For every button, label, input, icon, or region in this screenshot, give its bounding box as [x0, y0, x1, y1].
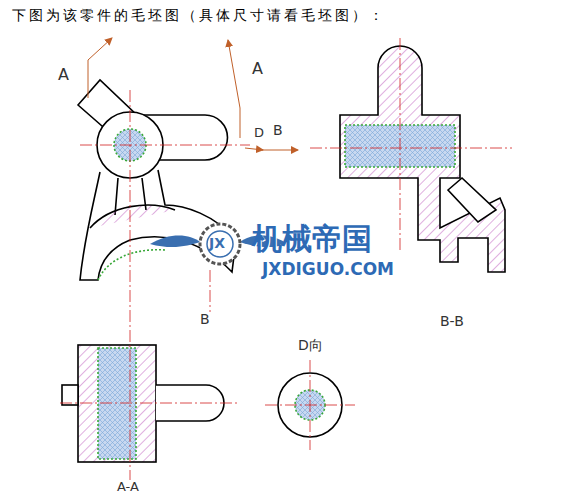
- view-letter: B: [200, 312, 210, 327]
- heading: 下图为该零件的毛坯图（具体尺寸请看毛坯图）：: [12, 8, 386, 23]
- watermark: 机械帝国: [252, 222, 372, 255]
- view-letter: A: [252, 60, 263, 78]
- logo-mark: JX: [209, 236, 225, 251]
- view-letter: A: [58, 66, 69, 84]
- watermark: JXDIGUO.COM: [262, 260, 394, 279]
- section-label: A-A: [117, 480, 139, 494]
- view-letter: B: [273, 123, 283, 138]
- view-label: D向: [298, 338, 323, 353]
- view-letter: D: [254, 126, 264, 140]
- section-label: B-B: [440, 314, 464, 329]
